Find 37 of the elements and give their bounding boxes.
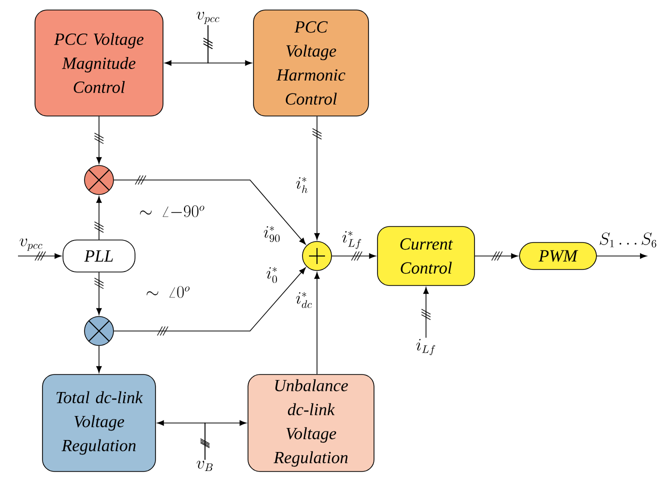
regulation-box: Total dc-link Voltage Regulation [42, 374, 156, 472]
arrow [114, 267, 306, 336]
signal-label: $i_{Lf}$ [416, 338, 436, 356]
signal-label: $v_{pcc}$ [20, 238, 42, 251]
edge-label: $i_0^*$ [265, 266, 279, 284]
regulation-box: Unbalance dc-link Voltage Regulation [248, 374, 374, 472]
edge-label: $i_{90}^*$ [262, 225, 282, 243]
arrow [332, 251, 376, 261]
arrow [96, 346, 102, 373]
edge-label: $i_{dc}^*$ [294, 291, 314, 309]
arrow [421, 287, 431, 338]
arrow [200, 420, 246, 460]
multiplier-circle [84, 316, 114, 346]
edge-label: $i_{Lf}^*$ [340, 230, 364, 250]
arrow [474, 251, 518, 261]
edge-label: $\sim\ \angle{0^{o}}$ [144, 285, 192, 299]
edge-label: $S_1\ldots S_6$ [598, 232, 658, 248]
arrow [114, 175, 306, 245]
arrow [94, 272, 104, 315]
arrow [596, 253, 647, 259]
pwm-box: PWM [519, 242, 597, 270]
signal-label: $v_{pcc}$ [196, 12, 220, 24]
edge-label: $\sim\ \angle{-90^{o}}$ [138, 204, 206, 220]
control-box: PCC Voltage Magnitude Control [34, 10, 164, 116]
arrow [18, 251, 62, 261]
multiplier-circle [84, 165, 114, 195]
signal-label: $v_B$ [196, 460, 213, 472]
arrow [94, 196, 104, 240]
arrow [314, 272, 320, 374]
arrow [203, 24, 252, 66]
control-box: Current Control [377, 226, 475, 286]
arrow [94, 116, 104, 164]
arrow [312, 116, 322, 240]
pll-box: PLL [62, 240, 136, 272]
edge-label: $i_h^*$ [294, 176, 310, 194]
control-box: PCC Voltage Harmonic Control [253, 10, 369, 116]
summing-circle [302, 241, 332, 271]
